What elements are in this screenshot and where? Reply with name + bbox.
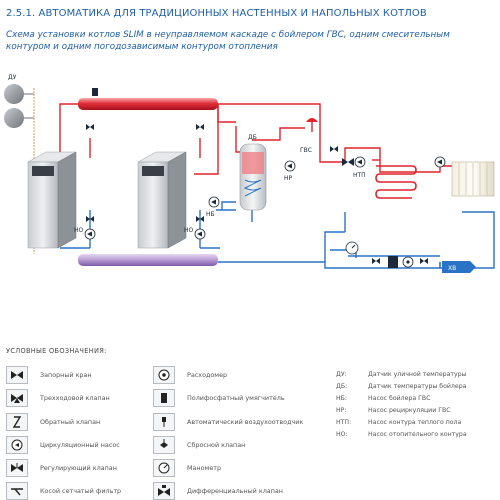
legend-item-three-way-valve: Трехходовой клапан	[6, 389, 110, 407]
dhw-tank	[239, 143, 267, 211]
pump-nb	[208, 196, 220, 208]
abbr-du: ДУ:Датчик уличной температуры	[336, 371, 467, 378]
label-no-2: НО	[184, 227, 194, 234]
circulation-pump-icon	[6, 436, 28, 454]
shutoff-valve-icon	[6, 366, 28, 384]
softener	[388, 256, 398, 268]
legend-item-shutoff-valve: Запорный кран	[6, 366, 92, 384]
legend-item-manometer: Манометр	[153, 459, 221, 477]
legend-item-diff-valve: Дифференциальный клапан	[153, 482, 283, 500]
three-way-valve-icon	[6, 389, 28, 407]
legend-item-control-valve: Регулирующий клапан	[6, 459, 117, 477]
return-header	[78, 254, 218, 266]
abbr-ntp: НТП:Насос контура теплого пола	[336, 419, 462, 426]
cold-water-inlet	[442, 261, 476, 273]
diff-valve-icon	[153, 482, 175, 500]
pump-nr	[284, 160, 296, 172]
legend-item-circulation-pump: Циркуляционный насос	[6, 436, 120, 454]
radiator	[451, 161, 495, 197]
section-title: 2.5.1. АВТОМАТИКА ДЛЯ ТРАДИЦИОННЫХ НАСТЕ…	[6, 8, 427, 19]
label-ntp: НТП	[353, 172, 366, 179]
label-no-1: НО	[74, 227, 84, 234]
legend-item-check-valve: Обратный клапан	[6, 413, 100, 431]
abbr-nr: НР:Насос рециркуляции ГВС	[336, 407, 451, 414]
pump-no-1	[84, 228, 96, 240]
valves	[86, 124, 428, 264]
legend-item-strainer: Косой сетчатый фильтр	[6, 482, 121, 500]
manometer-icon	[153, 459, 175, 477]
diagram-subtitle: Схема установки котлов SLIM в неуправляе…	[6, 30, 450, 52]
label-db: ДБ	[248, 134, 257, 141]
abbr-nb: НБ:Насос бойлера ГВС	[336, 395, 431, 402]
gvs-outlet	[306, 118, 318, 122]
manometer	[345, 241, 359, 255]
legend-item-flow-meter: Расходомер	[153, 366, 227, 384]
label-hv: ХВ	[448, 265, 456, 272]
softener-icon	[153, 389, 175, 407]
supply-header	[78, 98, 218, 110]
underfloor-coil	[375, 165, 417, 199]
label-du: ДУ	[8, 74, 17, 81]
label-gvs: ГВС	[300, 147, 312, 154]
pump-ntp	[354, 156, 366, 168]
strainer-icon	[6, 482, 28, 500]
air-vent-icon	[153, 413, 175, 431]
supply-pipes	[59, 103, 494, 175]
legend-item-softener: Полифосфатный умягчитель	[153, 389, 285, 407]
legend-item-relief-valve: Сбросной клапан	[153, 436, 245, 454]
pump-heating	[434, 156, 446, 168]
legend-heading: УСЛОВНЫЕ ОБОЗНАЧЕНИЯ:	[6, 347, 107, 355]
relief-valve	[92, 88, 98, 96]
relief-valve-icon	[153, 436, 175, 454]
label-nr: НР	[284, 175, 293, 182]
abbr-db: ДБ:Датчик температуры бойлера	[336, 383, 467, 390]
legend-item-air-vent: Автоматический воздухоотводчик	[153, 413, 303, 431]
flow-meter-icon	[153, 366, 175, 384]
flow-meter	[402, 256, 414, 268]
label-nb: НБ	[206, 211, 215, 218]
expansion-vessels	[4, 84, 35, 254]
control-valve-icon	[6, 459, 28, 477]
pump-no-2	[194, 228, 206, 240]
mixing-valve	[342, 158, 354, 166]
boiler-1	[27, 151, 77, 249]
check-valve-icon	[6, 413, 28, 431]
boiler-cascade-diagram: ДУ	[4, 74, 495, 273]
boiler-2	[137, 151, 187, 249]
abbr-no: НО:Насос отопительного контура	[336, 431, 467, 438]
